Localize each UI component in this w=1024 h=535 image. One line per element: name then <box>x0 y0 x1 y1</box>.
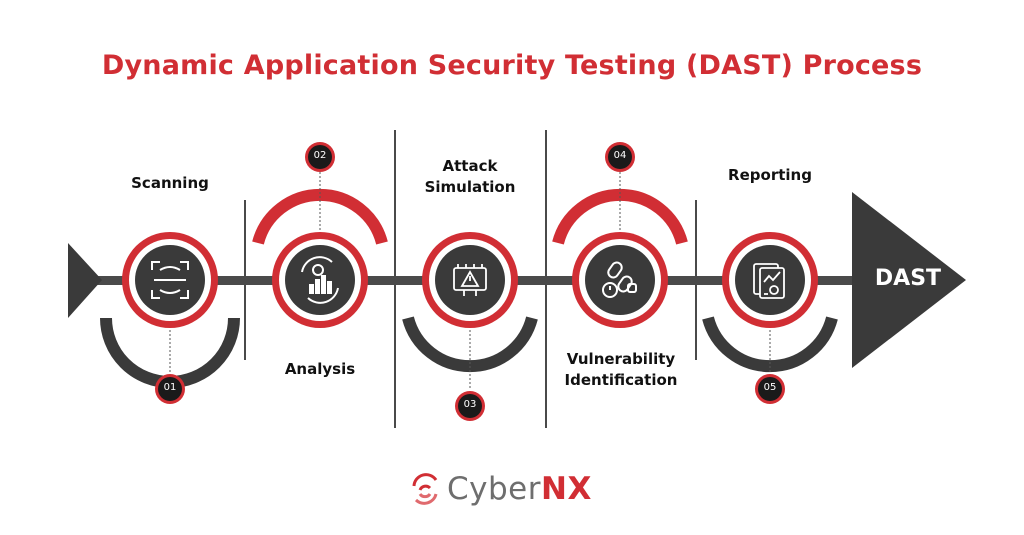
step-number-05: 05 <box>763 382 777 393</box>
arrow-tail <box>68 243 102 318</box>
alert-chip-icon <box>453 264 487 296</box>
logo: CyberNX <box>447 471 592 507</box>
step-1-node <box>100 232 240 404</box>
step-number-03: 03 <box>463 399 477 410</box>
step-label-vulnerability-identification: Vulnerability Identification <box>564 350 678 389</box>
cybernx-logo-icon <box>412 473 438 505</box>
step-number-01: 01 <box>163 382 177 393</box>
step-2-node <box>252 142 388 328</box>
analytics-chart-icon <box>301 256 339 304</box>
report-document-icon <box>753 263 785 299</box>
logo-text-nx: NX <box>541 471 592 507</box>
page-title: Dynamic Application Security Testing (DA… <box>101 50 923 81</box>
logo-text-cyber: Cyber <box>447 471 541 507</box>
step-5-node <box>702 232 838 404</box>
step-number-04: 04 <box>613 150 627 161</box>
step-label-reporting: Reporting <box>728 166 812 184</box>
step-4-node <box>552 142 688 328</box>
arrow-label: DAST <box>874 266 942 291</box>
arrow-head <box>852 192 966 368</box>
step-2-arc <box>252 188 388 245</box>
broken-link-icon <box>602 261 637 298</box>
step-label-analysis: Analysis <box>284 360 356 378</box>
step-4-arc <box>552 188 688 245</box>
face-scan-icon <box>151 261 189 299</box>
step-3-node <box>402 232 538 421</box>
step-label-attack-simulation: Attack Simulation <box>424 157 516 196</box>
step-label-scanning: Scanning <box>131 174 209 192</box>
step-number-02: 02 <box>313 150 327 161</box>
